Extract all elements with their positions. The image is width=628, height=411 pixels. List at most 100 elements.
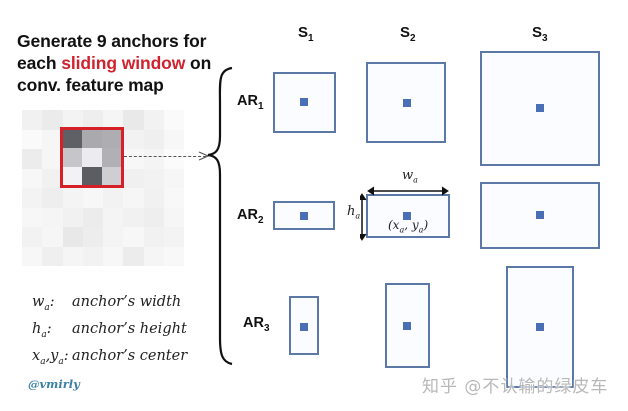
feature-map-cell — [82, 227, 103, 247]
feature-map-cell — [143, 129, 164, 149]
window-cell — [82, 130, 102, 149]
window-cell — [101, 130, 121, 149]
feature-map-cell — [163, 227, 184, 247]
feature-map-cell — [123, 129, 144, 149]
legend-row-center: xa,ya: anchor’s center — [32, 346, 187, 373]
row-label-ar1: AR1 — [237, 93, 264, 112]
feature-map-cell — [143, 246, 164, 266]
diagram-title: Generate 9 anchors for each sliding wind… — [17, 30, 227, 96]
feature-map-cell — [22, 207, 43, 227]
curly-brace — [207, 66, 233, 366]
feature-map-cell — [22, 227, 43, 247]
row-label-ar2: AR2 — [237, 207, 264, 226]
feature-map-cell — [123, 110, 144, 130]
feature-map-cell — [22, 188, 43, 208]
feature-map-cell — [103, 207, 124, 227]
feature-map-cell — [163, 246, 184, 266]
feature-map-cell — [123, 227, 144, 247]
sliding-window-highlight: sliding window — [61, 53, 186, 73]
feature-map-cell — [103, 188, 124, 208]
legend-text: anchor’s width — [72, 294, 182, 310]
window-cell — [63, 148, 83, 167]
column-header-s2: S2 — [400, 24, 416, 44]
anchor-center-dot — [536, 323, 544, 331]
dashed-connector — [124, 156, 206, 157]
legend-row-width: wa: anchor’s width — [32, 292, 187, 319]
feature-map-cell — [82, 188, 103, 208]
anchor-center-dot — [403, 99, 411, 107]
feature-map-cell — [143, 168, 164, 188]
feature-map-cell — [42, 188, 63, 208]
feature-map-cell — [143, 149, 164, 169]
anchor-center-dot — [300, 98, 308, 106]
feature-map-cell — [42, 227, 63, 247]
legend: wa: anchor’s width ha: anchor’s height x… — [32, 292, 187, 373]
sliding-window-cells — [63, 130, 121, 185]
window-cell — [82, 148, 102, 167]
legend-text: anchor’s center — [72, 347, 188, 364]
anchor-center-dot — [536, 104, 544, 112]
feature-map-cell — [123, 188, 144, 208]
feature-map-cell — [163, 188, 184, 208]
feature-map-cell — [62, 110, 83, 130]
feature-map-cell — [143, 207, 164, 227]
title-line-3: conv. feature map — [17, 75, 164, 95]
feature-map-cell — [62, 246, 83, 266]
title-text: each — [17, 53, 62, 73]
feature-map-cell — [22, 149, 43, 169]
feature-map-cell — [163, 129, 184, 149]
feature-map-cell — [123, 168, 144, 188]
feature-map-cell — [22, 168, 43, 188]
feature-map-cell — [103, 246, 124, 266]
feature-map-cell — [82, 246, 103, 266]
center-label: (xa, ya) — [388, 218, 429, 235]
feature-map-cell — [22, 110, 43, 130]
feature-map-cell — [42, 110, 63, 130]
legend-row-height: ha: anchor’s height — [32, 319, 187, 346]
feature-map-cell — [103, 110, 124, 130]
legend-symbol: xa,ya: — [32, 347, 69, 367]
feature-map-cell — [123, 207, 144, 227]
feature-map-cell — [143, 227, 164, 247]
feature-map-cell — [22, 129, 43, 149]
dimension-arrows — [360, 186, 449, 241]
feature-map-cell — [42, 129, 63, 149]
legend-symbol: ha: — [32, 320, 52, 340]
column-header-s3: S3 — [532, 24, 548, 44]
feature-map-cell — [143, 188, 164, 208]
anchor-center-dot — [403, 212, 411, 220]
feature-map-cell — [103, 227, 124, 247]
window-cell — [82, 166, 102, 185]
feature-map-cell — [163, 207, 184, 227]
anchor-center-dot — [403, 322, 411, 330]
height-label: ha — [347, 204, 361, 221]
feature-map-cell — [143, 110, 164, 130]
feature-map-cell — [22, 246, 43, 266]
anchor-center-dot — [300, 212, 308, 220]
legend-text: anchor’s height — [72, 320, 187, 337]
row-label-ar3: AR3 — [243, 315, 270, 334]
feature-map-cell — [42, 168, 63, 188]
feature-map-cell — [42, 207, 63, 227]
feature-map-cell — [123, 246, 144, 266]
feature-map-cell — [82, 110, 103, 130]
window-cell — [101, 166, 121, 185]
watermark: 知乎 @不认输的绿皮车 — [422, 377, 609, 397]
feature-map-cell — [42, 149, 63, 169]
feature-map-cell — [163, 168, 184, 188]
anchor-center-dot — [536, 211, 544, 219]
sliding-window-box — [60, 127, 124, 188]
feature-map-cell — [163, 110, 184, 130]
feature-map-cell — [62, 188, 83, 208]
title-text: on — [185, 53, 212, 73]
feature-map-cell — [62, 207, 83, 227]
title-line-1: Generate 9 anchors for — [17, 31, 207, 51]
feature-map-cell — [42, 246, 63, 266]
window-cell — [101, 148, 121, 167]
anchor-ar2-s1 — [273, 201, 335, 230]
author-credit: @vmirly — [28, 377, 80, 391]
title-line-2: each sliding window on — [17, 52, 227, 74]
anchor-center-dot — [300, 323, 308, 331]
window-cell — [63, 166, 83, 185]
feature-map-cell — [123, 149, 144, 169]
